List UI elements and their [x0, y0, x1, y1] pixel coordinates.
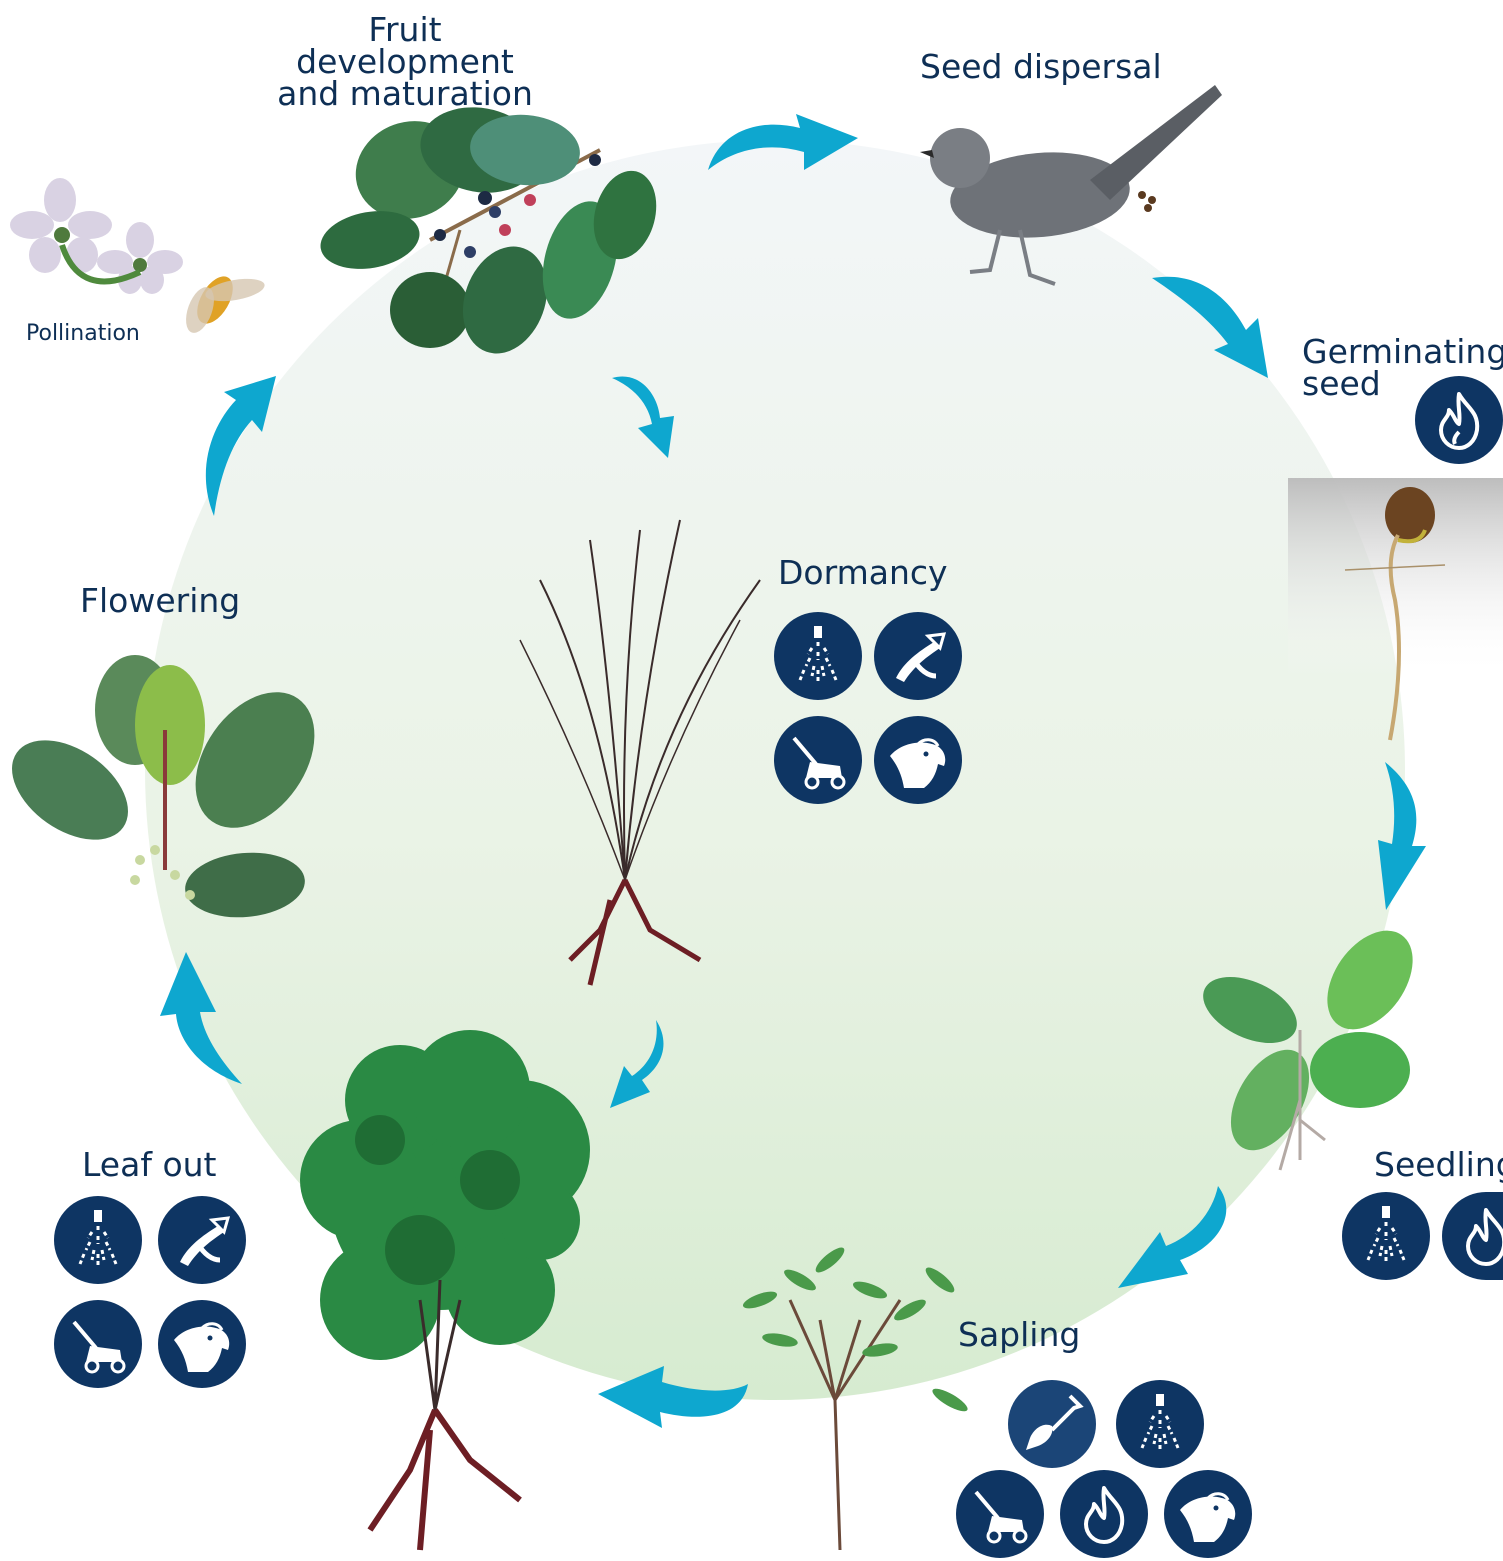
spray-icon — [774, 612, 862, 700]
goat-icon — [874, 716, 962, 804]
goat-icon — [1164, 1470, 1252, 1558]
mower-icon — [956, 1470, 1044, 1558]
spray-icon — [54, 1196, 142, 1284]
label-dormancy: Dormancy — [778, 556, 948, 589]
fire-icon — [1442, 1192, 1503, 1280]
pruner-icon — [158, 1196, 246, 1284]
mower-icon — [774, 716, 862, 804]
label-fruit-development: Fruit development and maturation — [255, 14, 555, 110]
mower-icon — [54, 1300, 142, 1388]
shovel-icon — [1008, 1380, 1096, 1468]
pollination-illustration — [10, 178, 266, 337]
spray-icon — [1342, 1192, 1430, 1280]
fire-icon — [1415, 376, 1503, 464]
pruner-icon — [874, 612, 962, 700]
label-seedling: Seedling — [1374, 1148, 1503, 1181]
spray-icon — [1116, 1380, 1204, 1468]
goat-icon — [158, 1300, 246, 1388]
label-sapling: Sapling — [958, 1318, 1080, 1351]
label-flowering: Flowering — [80, 584, 240, 617]
fire-icon — [1060, 1470, 1148, 1558]
label-leaf-out: Leaf out — [82, 1148, 216, 1181]
label-seed-dispersal: Seed dispersal — [920, 50, 1162, 83]
label-pollination: Pollination — [26, 323, 140, 345]
